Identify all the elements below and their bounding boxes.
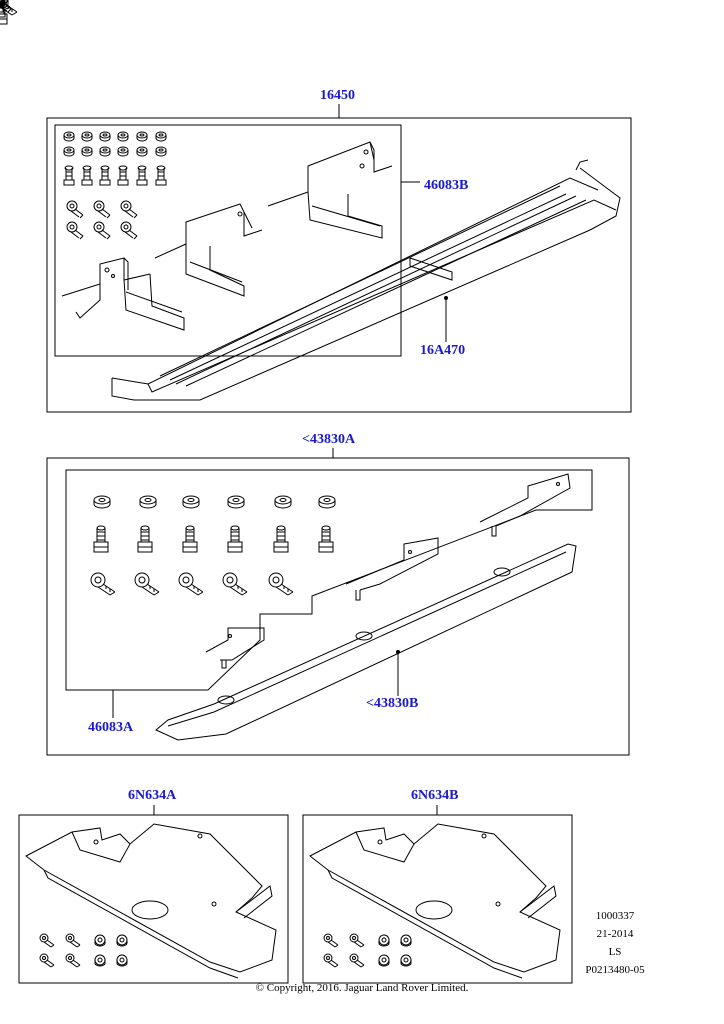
small-bracket-b: [345, 537, 439, 601]
callout-16450[interactable]: 16450: [320, 88, 355, 103]
kit-16450-frame: [46, 117, 632, 413]
small-bracket-a: [205, 627, 265, 669]
info-line-4: P0213480-05: [585, 964, 645, 976]
copyright-notice: © Copyright, 2016. Jaguar Land Rover Lim…: [255, 982, 469, 994]
callout-6N634B[interactable]: 6N634B: [411, 788, 459, 803]
plate-6N634B-frame: [302, 814, 573, 984]
callout-43830B[interactable]: <43830B: [366, 696, 419, 711]
running-board-16A470: [111, 159, 621, 401]
fixing-kit-46083A-frame: [65, 469, 593, 691]
info-line-3: LS: [608, 946, 622, 958]
fixing-kit-46083B-frame: [54, 124, 402, 357]
mounting-bracket-2: [154, 203, 263, 297]
kit-43830A-frame: [46, 457, 630, 756]
callout-6N634A[interactable]: 6N634A: [128, 788, 177, 803]
callout-43830A[interactable]: <43830A: [302, 432, 356, 447]
small-bracket-c: [479, 473, 571, 537]
callout-16A470[interactable]: 16A470: [420, 343, 466, 358]
callout-46083A[interactable]: 46083A: [88, 720, 134, 735]
side-step-43830B: [155, 543, 577, 741]
info-line-2: 21-2014: [596, 928, 634, 940]
info-line-1: 1000337: [595, 910, 635, 922]
info-block: 1000337 21-2014 LS P0213480-05: [575, 907, 655, 979]
mounting-bracket-1: [61, 257, 185, 331]
plate-6N634A-frame: [18, 814, 289, 984]
callout-46083B[interactable]: 46083B: [424, 178, 469, 193]
mounting-bracket-3: [267, 141, 393, 239]
